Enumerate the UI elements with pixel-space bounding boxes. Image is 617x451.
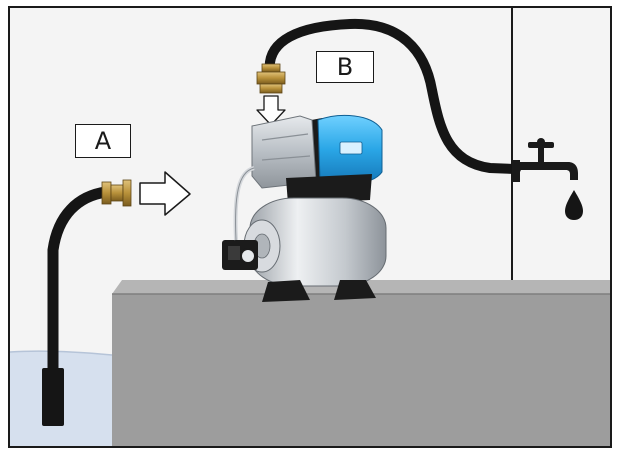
inlet-hose	[47, 186, 112, 376]
label-b-outlet: B	[316, 51, 374, 83]
water-drop-icon	[565, 190, 583, 220]
outlet-hose	[264, 18, 521, 174]
label-a-inlet: A	[75, 124, 131, 158]
frame-border	[8, 6, 612, 448]
outlet-brass-connector	[256, 63, 286, 94]
down-arrow-icon	[256, 95, 286, 126]
foot-valve	[42, 368, 64, 426]
faucet-icon	[512, 138, 578, 182]
counter-front	[112, 294, 610, 446]
inlet-brass-connector	[101, 179, 132, 207]
water-surface-line	[9, 350, 113, 356]
water-pump	[222, 114, 387, 302]
right-arrow-icon	[139, 171, 191, 216]
